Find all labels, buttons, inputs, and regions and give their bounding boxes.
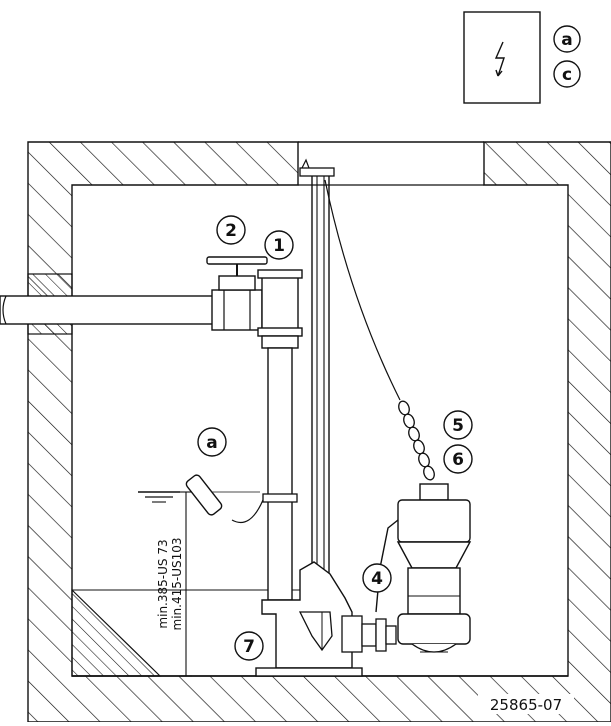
- callout-7: 7: [243, 637, 255, 657]
- discharge-base: [255, 561, 363, 677]
- dimension-text-1: min.385-US 73: [156, 539, 170, 628]
- callout-5: 5: [452, 416, 464, 436]
- callout-1: 1: [273, 236, 285, 256]
- tee-fitting: [257, 269, 303, 349]
- pump-coupling: [361, 618, 397, 652]
- dimension-text-2: min.415-US103: [170, 538, 184, 631]
- submersible-pump: [375, 483, 472, 653]
- float-switch: [185, 474, 264, 524]
- callout-2: 2: [225, 221, 237, 241]
- callout-4: 4: [371, 569, 383, 589]
- water-level-mark: [138, 491, 260, 503]
- symbol-label-a: a: [561, 30, 572, 50]
- callout-float-a: a: [206, 433, 217, 453]
- callouts: 2 1 a 5 6 4 7: [197, 215, 473, 661]
- symbol-label-c: c: [562, 65, 572, 85]
- reference-number: 25865-07: [490, 696, 562, 714]
- callout-6: 6: [452, 450, 464, 470]
- lifting-chain: [324, 179, 435, 481]
- gate-valve: [206, 256, 268, 331]
- lightning-bolt-icon: [494, 41, 505, 77]
- dimension-line: min.385-US 73 min.415-US103: [156, 491, 192, 677]
- electrical-symbol-box: a c: [463, 11, 581, 104]
- riser-pipe: [262, 347, 298, 601]
- guide-rails: [299, 158, 335, 590]
- discharge-pipe: [0, 295, 215, 325]
